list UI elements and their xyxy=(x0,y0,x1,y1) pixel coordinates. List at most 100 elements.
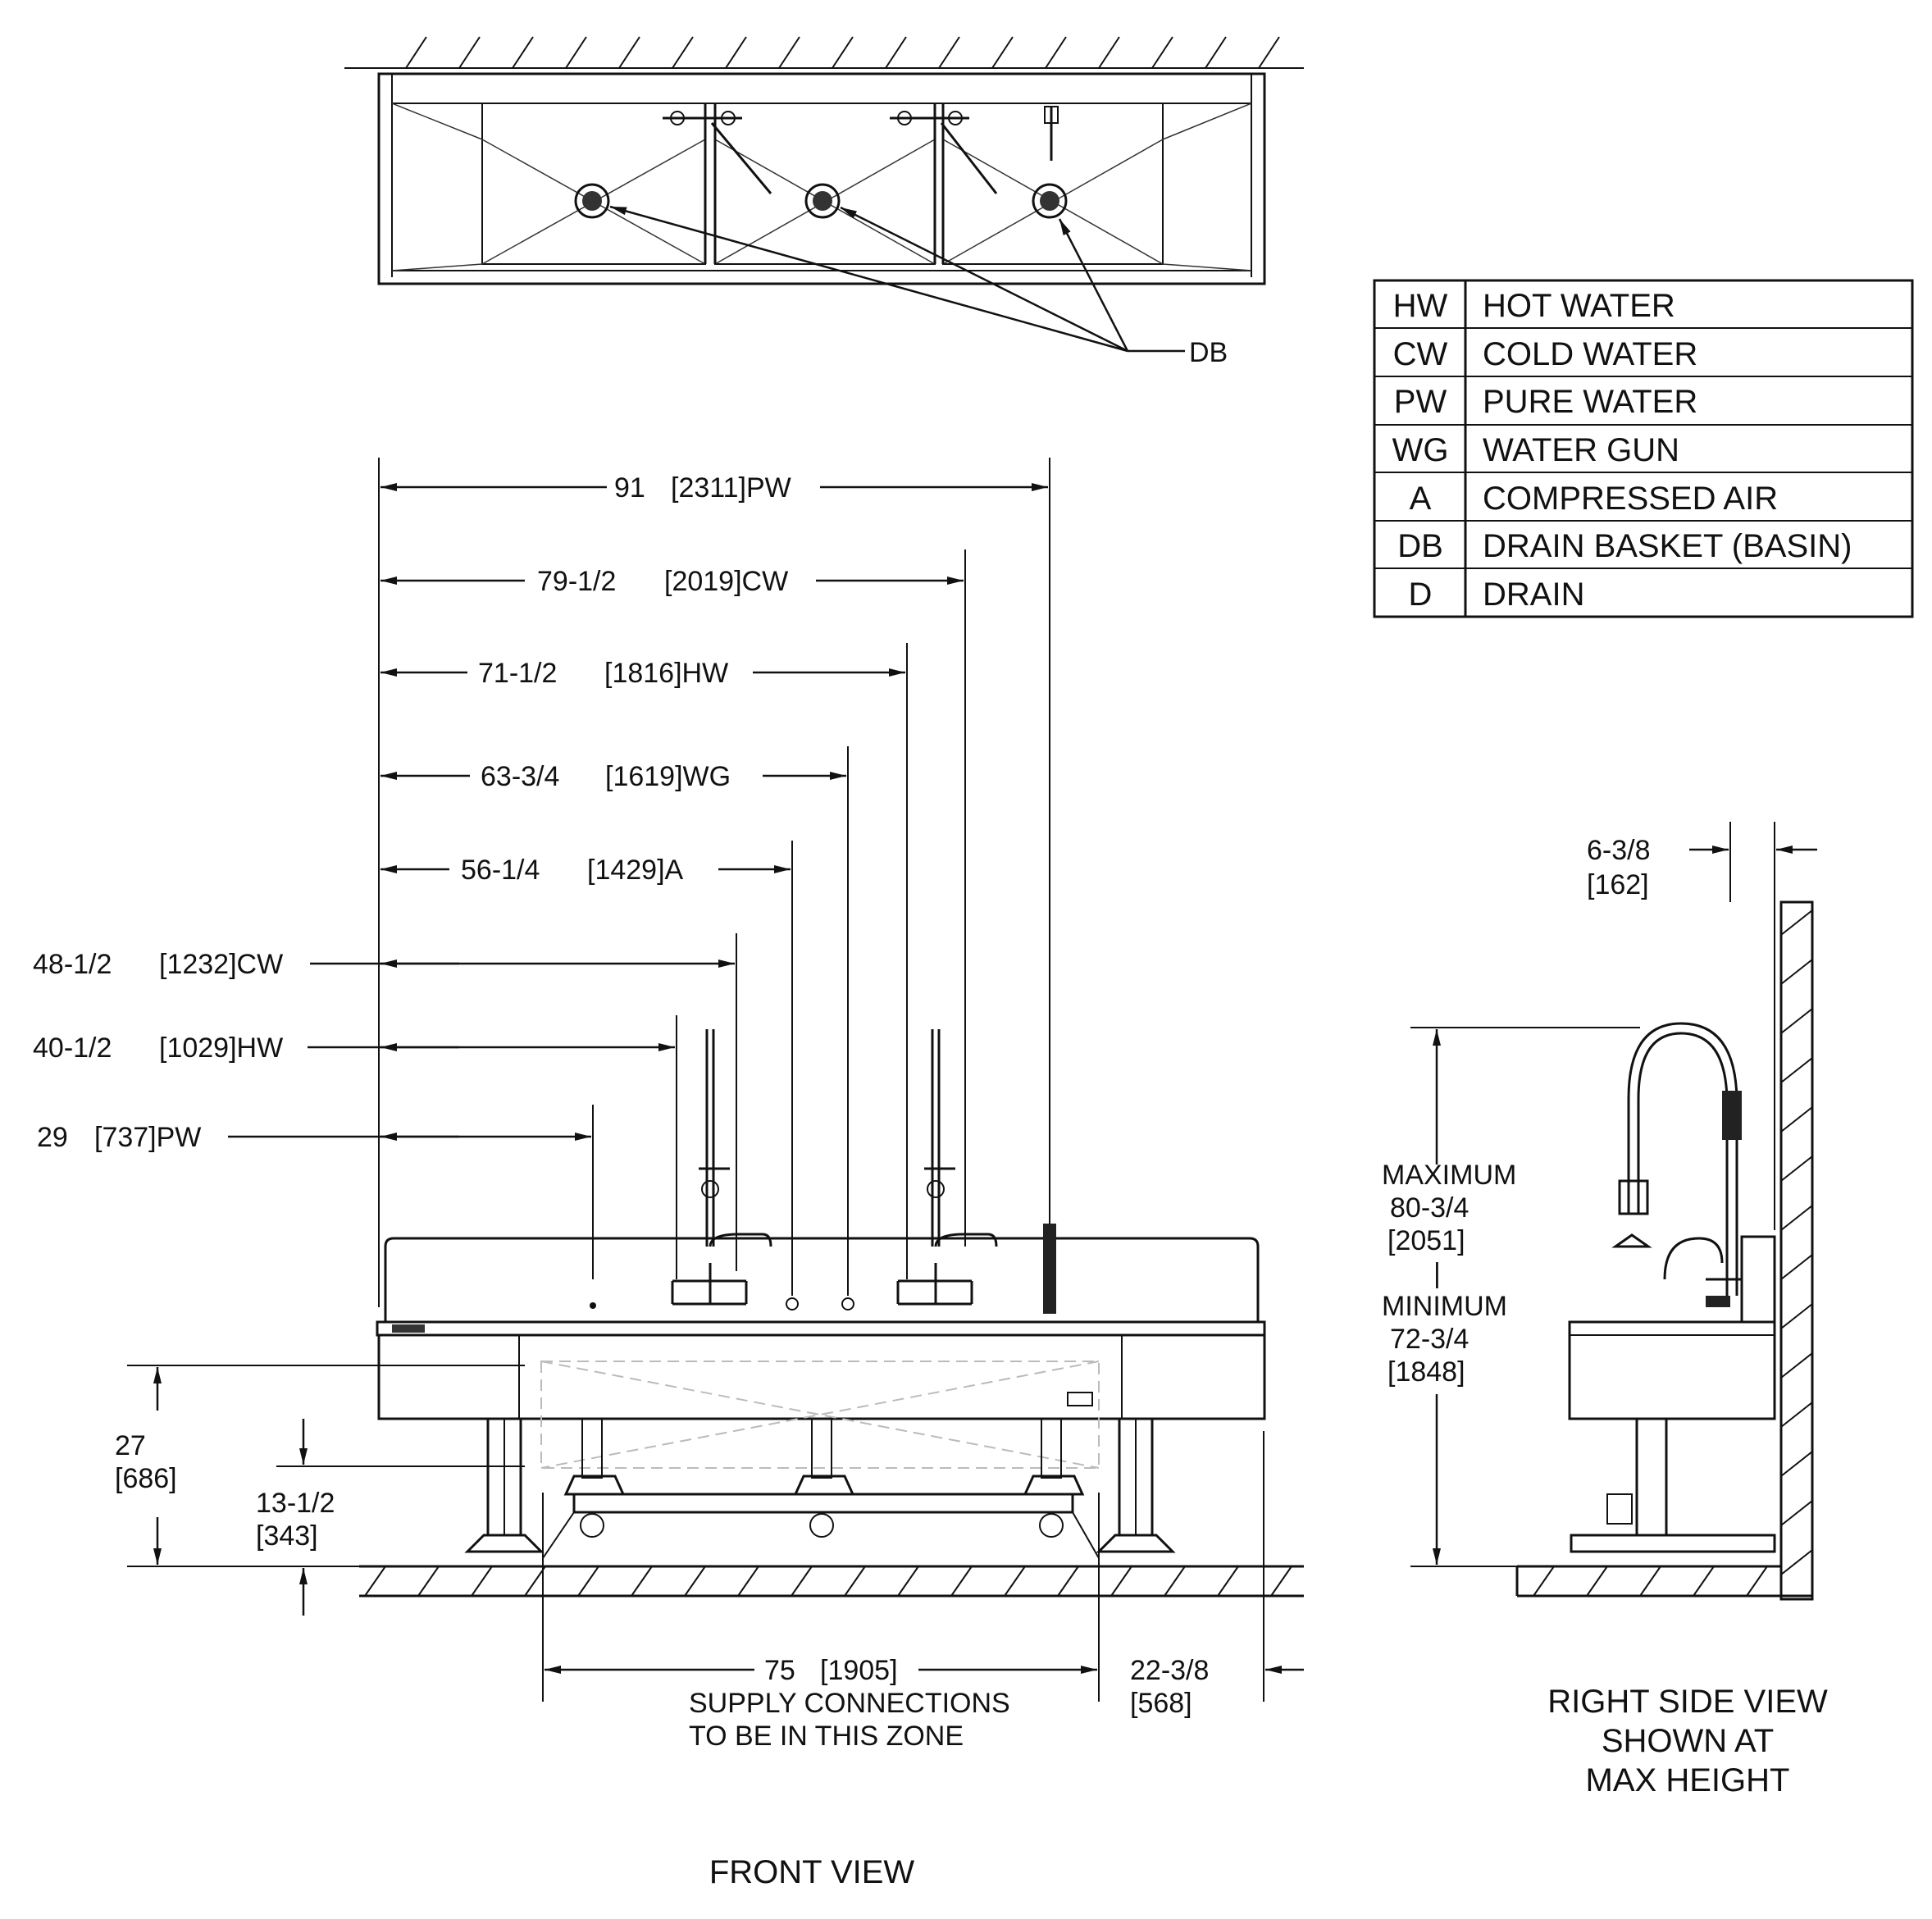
air-outlet xyxy=(786,1297,799,1310)
svg-text:WATER GUN: WATER GUN xyxy=(1483,432,1679,468)
svg-text:13-1/2: 13-1/2 xyxy=(256,1488,335,1519)
top-water-gun xyxy=(1044,106,1059,161)
svg-text:TO BE IN THIS ZONE: TO BE IN THIS ZONE xyxy=(689,1721,964,1752)
svg-text:COLD WATER: COLD WATER xyxy=(1483,336,1697,372)
drain-manifold xyxy=(563,1418,1085,1538)
legend-table: HW HOT WATER CW COLD WATER PW PURE WATER… xyxy=(1373,279,1914,618)
legend-row-db: DB DRAIN BASKET (BASIN) xyxy=(1397,528,1852,564)
db-leader-lines xyxy=(609,205,1185,353)
faucet-left xyxy=(671,1029,772,1306)
front-view-title: FRONT VIEW xyxy=(709,1854,915,1890)
svg-text:MINIMUM: MINIMUM xyxy=(1382,1291,1507,1322)
svg-text:27: 27 xyxy=(115,1430,146,1461)
dim-supply-zone: 75 [1905] SUPPLY CONNECTIONS TO BE IN TH… xyxy=(542,1493,1100,1752)
dim-79-cw: 79-1/2 [2019]CW xyxy=(380,566,964,597)
svg-text:22-3/8: 22-3/8 xyxy=(1130,1655,1209,1686)
side-view-title-line3: MAX HEIGHT xyxy=(1586,1762,1790,1798)
pure-water-gun xyxy=(1043,1224,1056,1314)
svg-text:63-3/4: 63-3/4 xyxy=(481,761,559,792)
svg-text:|: | xyxy=(1433,1258,1441,1289)
dim-40-hw: 40-1/2 [1029]HW xyxy=(33,1032,675,1064)
svg-text:DB: DB xyxy=(1397,528,1443,564)
svg-text:71-1/2: 71-1/2 xyxy=(478,658,557,689)
sink-body xyxy=(377,1333,1266,1420)
svg-text:HW: HW xyxy=(1393,288,1448,324)
svg-text:[1905]: [1905] xyxy=(820,1655,898,1686)
side-pre-rinse-faucet xyxy=(1611,1022,1742,1307)
svg-text:[2051]: [2051] xyxy=(1387,1225,1465,1256)
top-view: DB xyxy=(344,36,1304,368)
dim-71-hw: 71-1/2 [1816]HW xyxy=(380,658,905,689)
svg-text:29: 29 xyxy=(37,1122,68,1153)
svg-text:6-3/8: 6-3/8 xyxy=(1587,835,1651,866)
svg-text:A: A xyxy=(1410,481,1432,517)
svg-text:[1816]HW: [1816]HW xyxy=(604,658,728,689)
legend-row-pw: PW PURE WATER xyxy=(1394,384,1697,420)
svg-text:COMPRESSED AIR: COMPRESSED AIR xyxy=(1483,481,1778,517)
dim-29-pw: 29 [737]PW xyxy=(37,1122,591,1153)
drain-basket-1 xyxy=(574,183,610,219)
side-wall xyxy=(1779,900,1814,1601)
svg-text:[686]: [686] xyxy=(115,1463,177,1494)
svg-text:40-1/2: 40-1/2 xyxy=(33,1032,112,1064)
water-gun-outlet xyxy=(841,1297,854,1310)
dim-wall-offset: 6-3/8 [162] xyxy=(1587,822,1817,1230)
svg-text:HOT WATER: HOT WATER xyxy=(1483,288,1675,324)
top-sink-outline xyxy=(377,72,1266,285)
side-sink-body xyxy=(1568,1320,1776,1420)
svg-text:PW: PW xyxy=(1394,384,1447,420)
backsplash xyxy=(384,1237,1260,1322)
svg-text:CW: CW xyxy=(1393,336,1448,372)
dim-56-a: 56-1/4 [1429]A xyxy=(380,855,791,886)
svg-text:[1619]WG: [1619]WG xyxy=(605,761,731,792)
top-faucet-2 xyxy=(890,111,998,194)
svg-text:SUPPLY CONNECTIONS: SUPPLY CONNECTIONS xyxy=(689,1688,1010,1719)
dim-height-27: 27 [686] xyxy=(115,1365,525,1567)
svg-text:72-3/4: 72-3/4 xyxy=(1390,1324,1469,1355)
svg-text:91: 91 xyxy=(614,472,645,504)
dim-48-cw: 48-1/2 [1232]CW xyxy=(33,949,735,980)
faucet-right xyxy=(896,1029,998,1306)
side-view-title-line2: SHOWN AT xyxy=(1602,1723,1774,1759)
side-view: 6-3/8 [162] MAXIMUM 80-3/4 [2051] | MINI… xyxy=(1382,822,1828,1798)
svg-text:[2311]PW: [2311]PW xyxy=(671,472,791,504)
legend-row-d: D DRAIN xyxy=(1409,577,1585,613)
svg-text:DRAIN BASKET (BASIN): DRAIN BASKET (BASIN) xyxy=(1483,528,1852,564)
svg-text:79-1/2: 79-1/2 xyxy=(537,566,616,597)
svg-text:80-3/4: 80-3/4 xyxy=(1390,1192,1469,1224)
legend-row-wg: WG WATER GUN xyxy=(1392,432,1679,468)
legend-row-hw: HW HOT WATER xyxy=(1393,288,1675,324)
svg-text:[343]: [343] xyxy=(256,1520,318,1552)
dim-91-pw: 91 [2311]PW xyxy=(380,472,1048,504)
svg-text:[1848]: [1848] xyxy=(1387,1356,1465,1388)
side-view-title-line1: RIGHT SIDE VIEW xyxy=(1547,1684,1828,1720)
front-view: 91 [2311]PW 79-1/2 [2019]CW 71-1/2 [1816… xyxy=(33,458,1304,1890)
legend-row-a: A COMPRESSED AIR xyxy=(1410,481,1778,517)
left-leg xyxy=(464,1417,545,1553)
side-wall-hatch xyxy=(1780,909,1813,1575)
svg-text:MAXIMUM: MAXIMUM xyxy=(1382,1160,1516,1191)
svg-text:[1232]CW: [1232]CW xyxy=(159,949,283,980)
deck-rim xyxy=(376,1320,1266,1337)
legend-row-cw: CW COLD WATER xyxy=(1393,336,1698,372)
drain-basket-2 xyxy=(804,183,841,219)
right-leg xyxy=(1096,1417,1176,1553)
svg-text:[568]: [568] xyxy=(1130,1688,1192,1719)
svg-text:WG: WG xyxy=(1392,432,1449,468)
dim-right-offset: 22-3/8 [568] xyxy=(1130,1431,1304,1719)
svg-text:D: D xyxy=(1409,577,1433,613)
svg-text:75: 75 xyxy=(764,1655,795,1686)
dim-height-13: 13-1/2 [343] xyxy=(256,1419,525,1616)
top-faucet-1 xyxy=(663,111,772,194)
svg-text:48-1/2: 48-1/2 xyxy=(33,949,112,980)
drain-basket-3 xyxy=(1032,183,1068,219)
pw-outlet-29 xyxy=(590,1302,596,1309)
svg-text:[2019]CW: [2019]CW xyxy=(664,566,788,597)
floor-hatch xyxy=(364,1566,1292,1597)
svg-text:PURE WATER: PURE WATER xyxy=(1483,384,1697,420)
svg-text:[1429]A: [1429]A xyxy=(587,855,684,886)
dim-63-wg: 63-3/4 [1619]WG xyxy=(380,761,846,792)
dim-max-min-height: MAXIMUM 80-3/4 [2051] | MINIMUM 72-3/4 [… xyxy=(1382,1027,1640,1567)
top-wall-hatch xyxy=(405,36,1280,69)
